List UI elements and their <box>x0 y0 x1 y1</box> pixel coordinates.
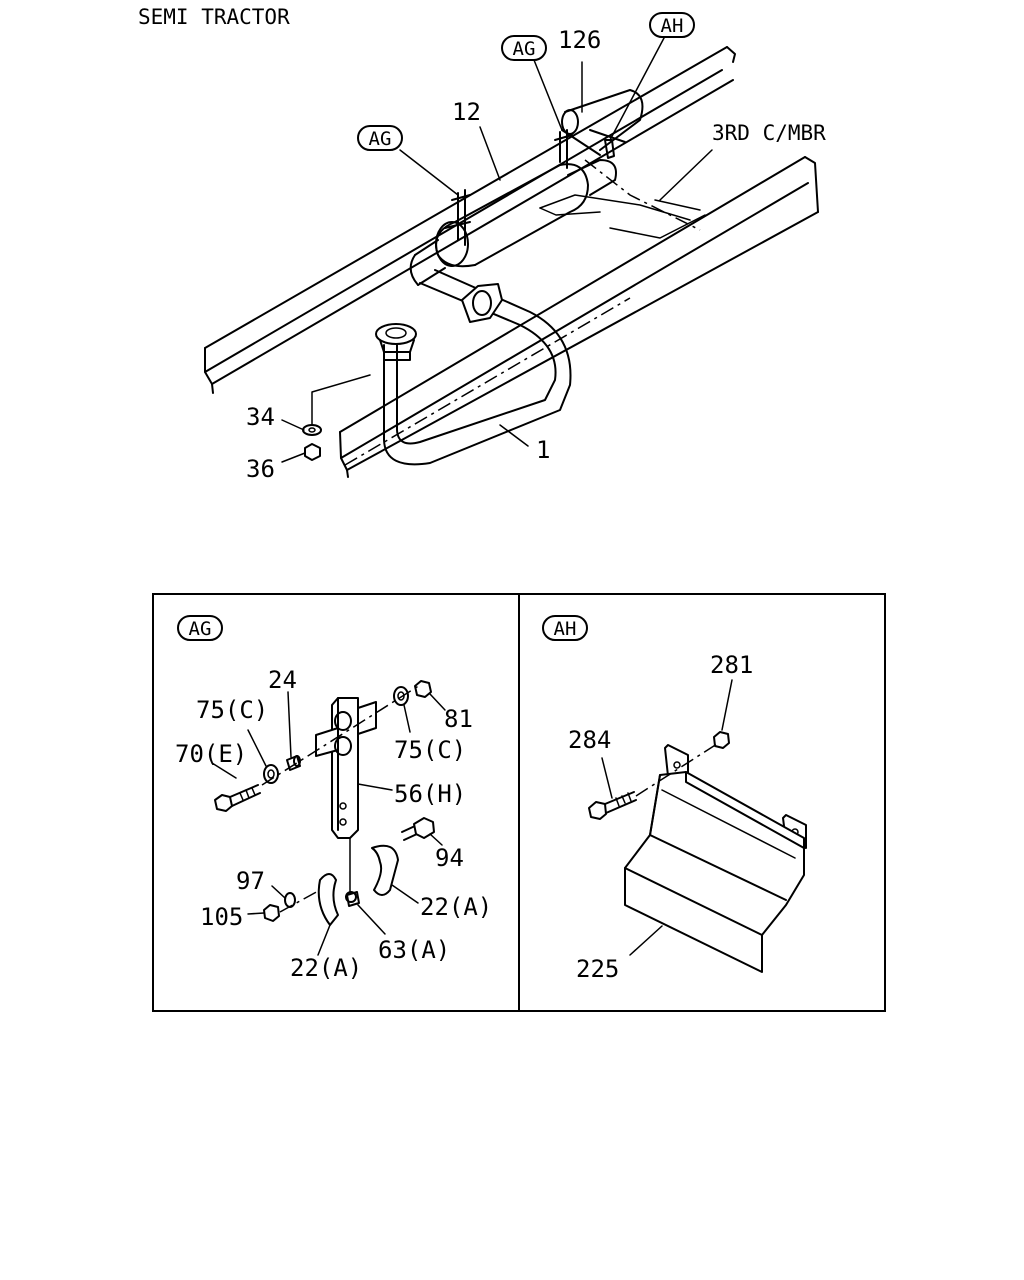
bracket-56h <box>315 697 377 839</box>
label-225: 225 <box>576 955 619 983</box>
washer-75c-left <box>263 764 279 784</box>
label-97: 97 <box>236 867 265 895</box>
heat-shield-225 <box>624 744 807 973</box>
right-frame-rail <box>339 156 819 478</box>
assembly-line-ag <box>261 684 421 786</box>
label-24: 24 <box>268 666 297 694</box>
leader-ag-left <box>399 149 459 196</box>
nut-81 <box>414 680 432 698</box>
detail-ag: AG <box>175 615 492 982</box>
leader-105 <box>247 912 265 915</box>
leader-ag-top <box>533 59 563 131</box>
callout-ah: AH <box>649 12 695 38</box>
nut-105 <box>263 904 280 922</box>
callout-ag-left: AG <box>357 125 403 151</box>
label-63a: 63(A) <box>378 936 450 964</box>
hanger-right <box>554 129 573 169</box>
third-crossmember <box>539 194 706 239</box>
muffler <box>409 159 617 286</box>
washer-34 <box>302 424 322 436</box>
leader-stud <box>311 374 371 425</box>
label-56h: 56(H) <box>394 780 466 808</box>
assembly-line-ah <box>635 741 721 797</box>
callout-ag-top: AG <box>501 35 547 61</box>
label-105: 105 <box>200 903 243 931</box>
bolt-284 <box>588 791 637 820</box>
leader-225 <box>629 925 663 956</box>
clamp-22a-right <box>371 844 399 896</box>
assembly-line-clamp <box>279 889 321 913</box>
svg-text:AG: AG <box>513 38 536 60</box>
centerline-b <box>584 159 701 231</box>
leader-36 <box>281 452 306 463</box>
leader-284 <box>601 757 613 799</box>
hanger-left <box>444 189 471 246</box>
label-126: 126 <box>558 26 601 54</box>
svg-text:AG: AG <box>189 618 212 640</box>
leader-97 <box>271 885 286 899</box>
label-75c-left: 75(C) <box>196 696 268 724</box>
label-1: 1 <box>536 436 550 464</box>
label-36: 36 <box>246 455 275 483</box>
leader-24 <box>287 691 292 758</box>
bolt-94 <box>401 817 435 841</box>
label-81: 81 <box>444 705 473 733</box>
bolt-70e <box>214 784 261 812</box>
label-22a-right: 22(A) <box>420 893 492 921</box>
main-assembly-view: AG AG AH 126 12 3RD C/MBR 34 36 1 <box>204 12 826 483</box>
tail-pipe <box>561 89 644 156</box>
label-284: 284 <box>568 726 611 754</box>
exhaust-pipe <box>375 269 572 466</box>
label-34: 34 <box>246 403 275 431</box>
label-70e: 70(E) <box>175 740 247 768</box>
washer-75c-right <box>393 686 409 706</box>
label-281: 281 <box>710 651 753 679</box>
nut-281 <box>713 731 730 749</box>
washer-97 <box>284 892 296 908</box>
label-75c-right: 75(C) <box>394 736 466 764</box>
clamp-22a-left <box>317 873 339 926</box>
leader-281 <box>721 679 733 731</box>
leader-ah <box>609 37 665 141</box>
callout-detail-ah: AH <box>542 615 588 641</box>
leader-94 <box>429 833 443 846</box>
nut-36 <box>304 443 321 461</box>
spacer-63a <box>345 891 360 907</box>
label-22a-bottom: 22(A) <box>290 954 362 982</box>
leader-70e <box>211 762 237 779</box>
leader-3rd-mbr <box>659 149 713 201</box>
leader-75c-left <box>247 729 267 767</box>
detail-panels: AG <box>152 593 886 1012</box>
diagram-title: SEMI TRACTOR <box>138 5 290 29</box>
label-3rd-member: 3RD C/MBR <box>712 121 826 145</box>
label-12: 12 <box>452 98 481 126</box>
leader-75c-right <box>403 704 411 733</box>
callout-detail-ag: AG <box>177 615 223 641</box>
leader-34 <box>281 419 305 431</box>
detail-ah: AH <box>542 615 807 983</box>
leader-56h <box>357 783 393 791</box>
leader-1 <box>499 424 529 447</box>
leader-22a-right <box>391 884 419 904</box>
leader-81 <box>429 693 446 711</box>
svg-text:AG: AG <box>369 128 392 150</box>
leader-12 <box>479 126 501 181</box>
leader-22a-bottom <box>317 924 331 956</box>
label-94: 94 <box>435 844 464 872</box>
leader-63a <box>357 904 386 935</box>
centerline-a <box>344 297 631 466</box>
svg-text:AH: AH <box>554 618 577 640</box>
svg-text:AH: AH <box>661 15 684 37</box>
